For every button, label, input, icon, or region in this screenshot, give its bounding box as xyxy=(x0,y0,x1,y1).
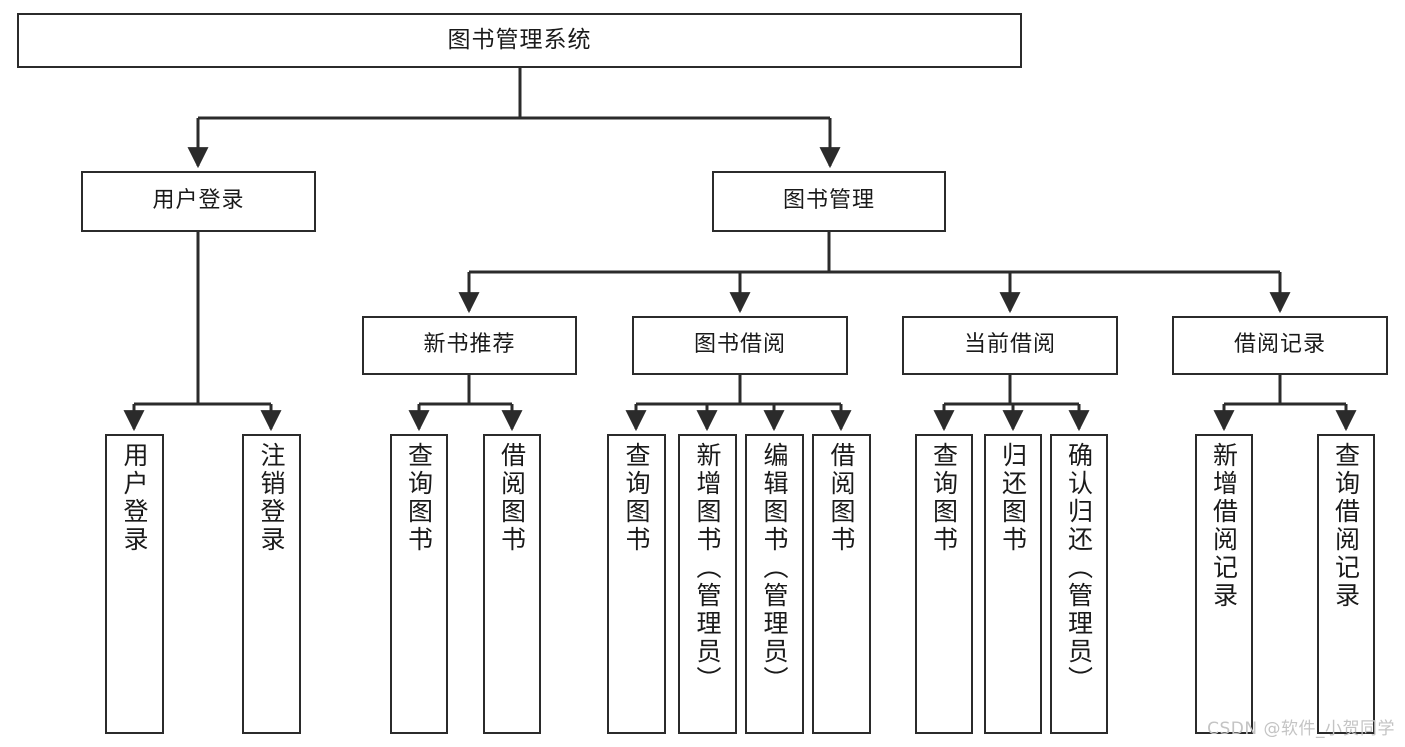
node-leaf-return-book[interactable]: 归还图书 xyxy=(984,434,1042,734)
node-root[interactable]: 图书管理系统 xyxy=(17,13,1022,68)
leaf-label: 编辑图书（管理员） xyxy=(760,442,789,694)
leaf-label: 新增借阅记录 xyxy=(1209,442,1239,610)
leaf-label: 查询借阅记录 xyxy=(1331,442,1361,610)
node-leaf-query-book-1[interactable]: 查询图书 xyxy=(390,434,448,734)
leaf-label: 借阅图书 xyxy=(827,442,856,554)
node-leaf-borrow-book-2[interactable]: 借阅图书 xyxy=(812,434,871,734)
node-book-manage[interactable]: 图书管理 xyxy=(712,171,946,232)
node-leaf-add-record[interactable]: 新增借阅记录 xyxy=(1195,434,1253,734)
leaf-label: 归还图书 xyxy=(998,442,1028,554)
node-book-borrow[interactable]: 图书借阅 xyxy=(632,316,848,375)
leaf-label: 用户登录 xyxy=(120,442,149,554)
node-borrow-record[interactable]: 借阅记录 xyxy=(1172,316,1388,375)
leaf-label: 确认归还（管理员） xyxy=(1064,442,1094,694)
watermark: CSDN @软件_小贺同学 xyxy=(1207,719,1395,739)
leaf-label: 新增图书（管理员） xyxy=(693,442,722,694)
node-leaf-query-record[interactable]: 查询借阅记录 xyxy=(1317,434,1375,734)
leaf-label: 查询图书 xyxy=(622,442,651,554)
node-leaf-edit-book[interactable]: 编辑图书（管理员） xyxy=(745,434,804,734)
node-leaf-add-book[interactable]: 新增图书（管理员） xyxy=(678,434,737,734)
node-new-book-recommend[interactable]: 新书推荐 xyxy=(362,316,577,375)
leaf-label: 注销登录 xyxy=(257,442,286,554)
node-leaf-confirm-return[interactable]: 确认归还（管理员） xyxy=(1050,434,1108,734)
node-leaf-user-login[interactable]: 用户登录 xyxy=(105,434,164,734)
leaf-label: 借阅图书 xyxy=(497,442,527,554)
node-leaf-borrow-book-1[interactable]: 借阅图书 xyxy=(483,434,541,734)
node-leaf-query-book-2[interactable]: 查询图书 xyxy=(607,434,666,734)
leaf-label: 查询图书 xyxy=(929,442,959,554)
node-leaf-logout[interactable]: 注销登录 xyxy=(242,434,301,734)
node-leaf-query-book-3[interactable]: 查询图书 xyxy=(915,434,973,734)
node-current-borrow[interactable]: 当前借阅 xyxy=(902,316,1118,375)
node-user-login[interactable]: 用户登录 xyxy=(81,171,316,232)
leaf-label: 查询图书 xyxy=(404,442,434,554)
